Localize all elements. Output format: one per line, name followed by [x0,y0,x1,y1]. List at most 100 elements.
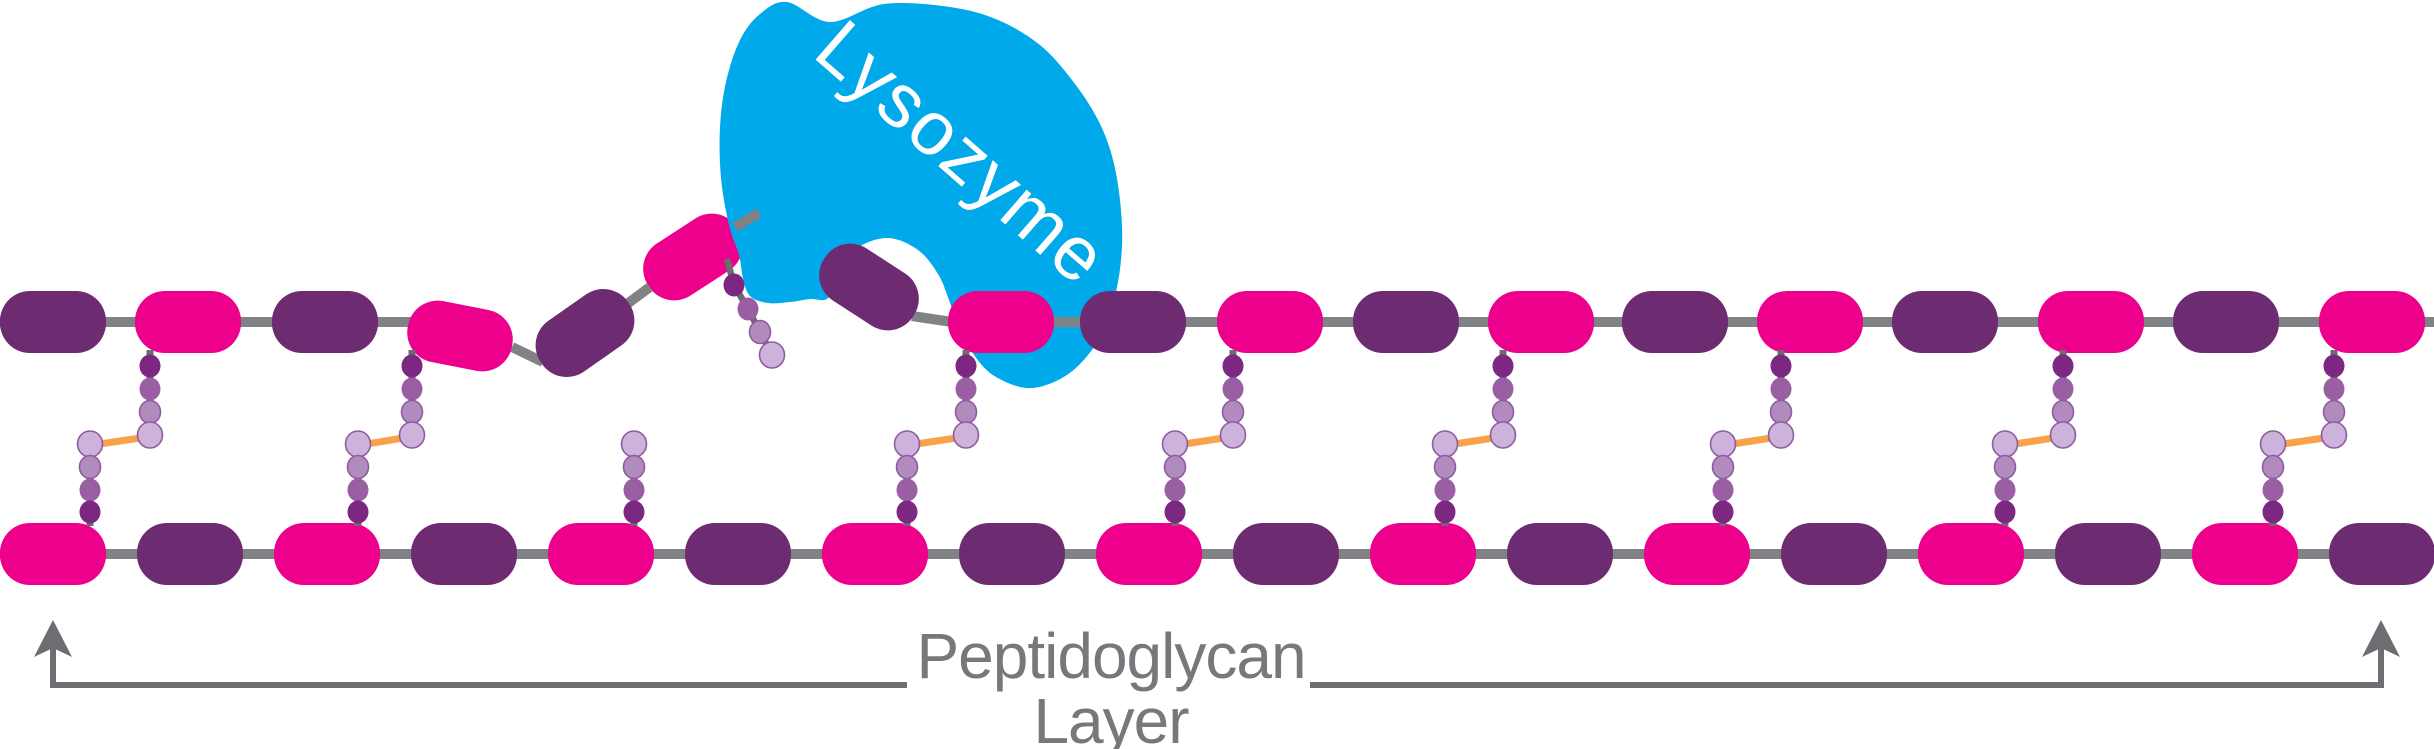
peptide-bead [347,500,369,524]
glycan-sugar-pink [407,300,513,372]
peptide-bead [401,354,423,378]
peptide-bead [138,399,162,425]
peptide-bead [401,377,423,401]
peptide-bead [620,430,648,458]
peptide-bead [78,454,102,480]
glycan-backbone-link [624,282,653,309]
glycan-sugar-pink [274,523,380,585]
peptide-bead [1770,354,1792,378]
peptide-bead [1434,478,1456,502]
glycan-sugar-purple [1892,291,1998,353]
glycan-backbone-link [732,208,762,232]
glycan-sugar-purple [1622,291,1728,353]
glycan-sugar-pink [2038,291,2144,353]
peptide-bead [1993,454,2017,480]
peptide-bead [955,354,977,378]
glycan-sugar-pink [2192,523,2298,585]
peptide-bead [952,421,980,449]
peptidoglycan-layer-label: Peptidoglycan Layer [916,620,1306,749]
peptide-bead [136,421,164,449]
glycan-sugar-pink [1488,291,1594,353]
peptide-bead [2051,399,2075,425]
peptide-bead [1712,500,1734,524]
glycan-sugar-pink [2319,291,2425,353]
bracket-riser-right [2378,645,2384,688]
diagram-shapes [0,1,2434,688]
peptide-bead [623,478,645,502]
peptide-bead [1769,399,1793,425]
peptide-bead [1770,377,1792,401]
peptide-bead [2262,500,2284,524]
peptide-bead [748,319,772,345]
peptide-bead [1489,421,1517,449]
peptide-bead [2052,354,2074,378]
peptide-bead [1492,354,1514,378]
glycan-sugar-pink [1644,523,1750,585]
peptide-bead [398,421,426,449]
glycan-sugar-pink [1096,523,1202,585]
glycan-sugar-pink [1217,291,1323,353]
peptide-bead [1994,500,2016,524]
peptide-bead [1433,454,1457,480]
peptide-bead [1222,377,1244,401]
layer-label-line2: Layer [1033,685,1189,749]
glycan-sugar-purple [685,523,791,585]
peptide-bead [1491,399,1515,425]
peptide-bead [2320,421,2348,449]
peptide-bead [2052,377,2074,401]
peptide-bead [344,430,372,458]
peptide-bead [2261,454,2285,480]
glycan-sugar-purple [2055,523,2161,585]
peptide-bead [79,500,101,524]
peptide-bead [2322,399,2346,425]
peptide-bead [1222,354,1244,378]
peptide-bead [76,430,104,458]
glycan-sugar-purple [137,523,243,585]
peptide-bead [955,377,977,401]
glycan-backbone-link [911,311,953,327]
glycan-sugar-pink [1918,523,2024,585]
bracket-line-left [50,682,907,688]
peptide-bead [895,454,919,480]
glycan-sugar-purple [1233,523,1339,585]
peptide-bead [1221,399,1245,425]
peptide-bead [139,377,161,401]
peptide-bead [623,500,645,524]
glycan-sugar-purple [0,291,106,353]
peptide-bead [1709,430,1737,458]
glycan-sugar-purple [535,288,635,378]
glycan-sugar-purple [1080,291,1186,353]
peptide-bead [1492,377,1514,401]
peptide-bead [1434,500,1456,524]
arrow-up-icon-right [2362,620,2400,657]
glycan-backbone-link [509,342,546,367]
peptide-bead [1767,421,1795,449]
peptide-bead [1431,430,1459,458]
bracket-line-right [1310,682,2384,688]
peptide-bead [758,341,786,369]
peptide-bead [896,478,918,502]
arrow-up-icon-left [34,620,72,657]
peptide-bead [1711,454,1735,480]
peptide-bead [737,297,759,321]
glycan-sugar-purple [2173,291,2279,353]
glycan-sugar-pink [548,523,654,585]
peptide-bead [400,399,424,425]
glycan-sugar-purple [2329,523,2434,585]
peptide-bead [79,478,101,502]
glycan-sugar-purple [272,291,378,353]
glycan-sugar-purple [1507,523,1613,585]
peptide-bead [1161,430,1189,458]
peptide-bead [2259,430,2287,458]
glycan-sugar-pink [135,291,241,353]
glycan-sugar-pink [643,213,743,301]
peptide-bead [723,273,745,297]
glycan-sugar-pink [1370,523,1476,585]
peptide-bead [1164,500,1186,524]
peptide-bead [347,478,369,502]
glycan-sugar-purple [959,523,1065,585]
glycan-sugar-pink [948,291,1054,353]
peptide-bead [954,399,978,425]
